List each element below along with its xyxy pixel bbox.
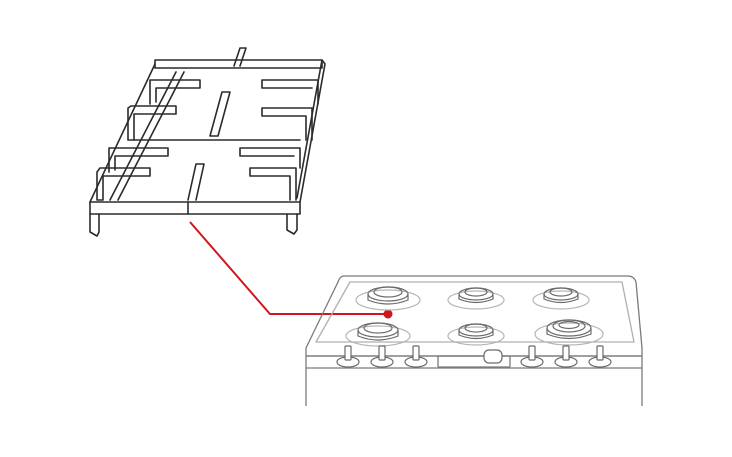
grate-left-foot (89, 213, 100, 237)
grate-center-spine-upper (209, 91, 231, 137)
grate-illustration (89, 47, 326, 237)
grate-diagonal-rod-left (109, 71, 177, 201)
grate-right-finger-4 (261, 79, 319, 105)
grate-bottom-rail (89, 201, 301, 215)
grate-right-side-rail (296, 59, 326, 203)
grate-right-finger-2 (239, 147, 301, 169)
knob-4 (520, 345, 544, 368)
burner-front-right-large (534, 319, 604, 346)
burners (345, 286, 604, 347)
knob-5 (554, 345, 578, 368)
grate-rear-rail (154, 59, 323, 69)
grate-center-spine-lower (187, 163, 205, 201)
grate-right-finger-3 (261, 107, 313, 141)
control-display-window (437, 355, 511, 368)
callout-leader (189, 221, 393, 319)
grate-center-spine-top (233, 47, 247, 67)
burner-rear-middle (447, 287, 505, 310)
knob-6 (588, 345, 612, 368)
grate-right-foot (286, 213, 298, 235)
burner-rear-right (532, 287, 590, 310)
burner-front-middle (447, 323, 505, 346)
knob-3 (404, 345, 428, 368)
control-knobs (336, 345, 612, 368)
grate-right-finger-1 (249, 167, 297, 201)
knob-center (483, 349, 503, 364)
grate-left-finger-2 (108, 147, 169, 173)
knob-2 (370, 345, 394, 368)
callout-dot (383, 309, 393, 319)
burner-front-left (345, 322, 411, 347)
callout-leader-line (189, 221, 388, 315)
grate-left-finger-4 (149, 79, 201, 105)
grate-diagonal-rod-right (117, 71, 185, 201)
cooktop-inner-lip (315, 281, 635, 343)
grate-left-side-rail (89, 63, 156, 203)
burner-rear-left (355, 286, 421, 311)
knob-1 (336, 345, 360, 368)
